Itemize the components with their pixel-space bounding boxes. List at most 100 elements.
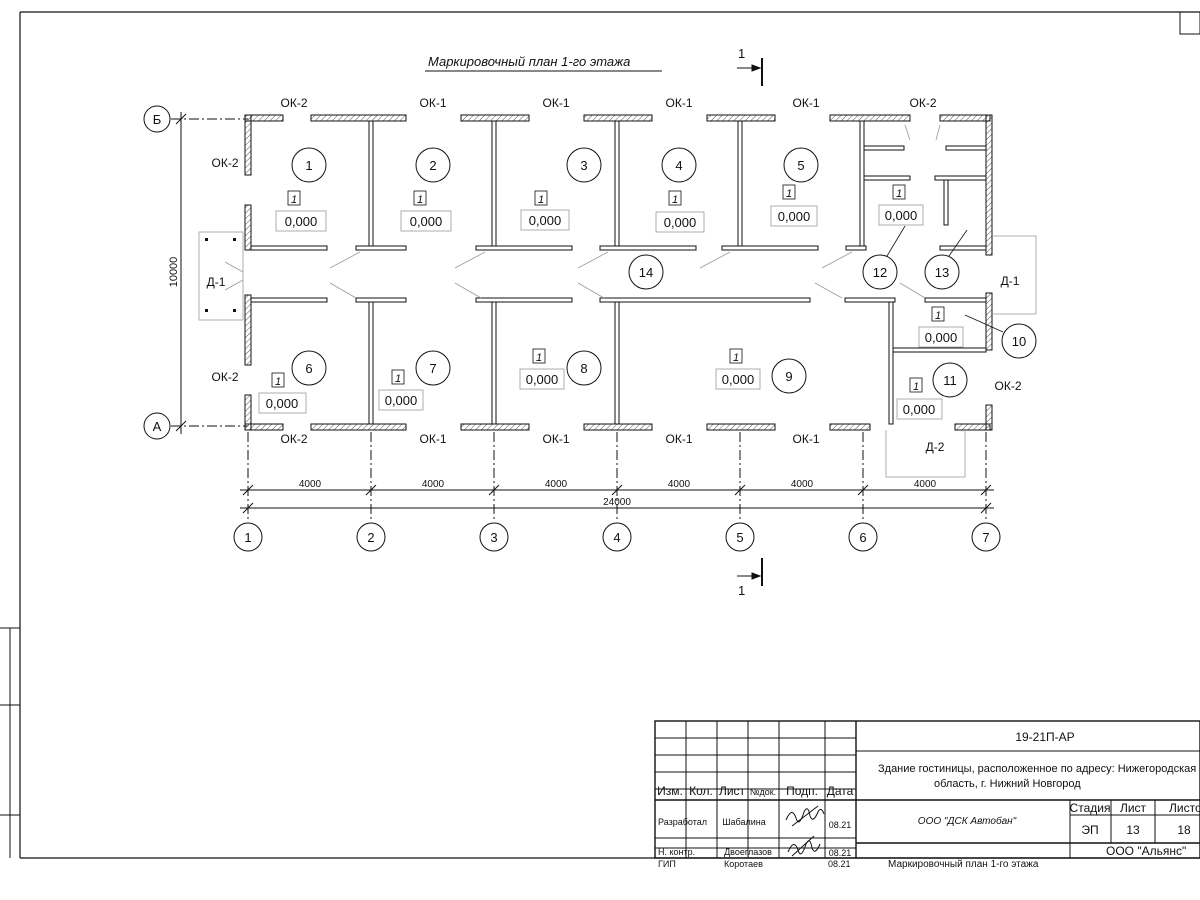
dimension-lines <box>240 484 994 514</box>
floor-mark: 1 <box>291 194 297 206</box>
axis-bubble-1 <box>233 522 263 552</box>
level-value: 0,000 <box>778 209 811 224</box>
floor-mark: 1 <box>935 310 941 322</box>
level-value: 0,000 <box>385 393 418 408</box>
title-header: Кол. <box>689 784 713 798</box>
dimension-span: 4000 <box>545 479 568 490</box>
floor-mark: 1 <box>786 188 792 200</box>
signer-role-gip: ГИП <box>658 859 676 869</box>
level-value: 0,000 <box>529 213 562 228</box>
project-code: 19-21П-АР <box>1015 730 1074 744</box>
level-value: 0,000 <box>266 396 299 411</box>
axis-bubble-5 <box>725 522 755 552</box>
project-description-line1: Здание гостиницы, расположенное по адрес… <box>878 763 1196 775</box>
title-header: №док. <box>750 787 776 797</box>
porch-posts <box>205 238 236 312</box>
stage-value: ЭП <box>1081 823 1098 837</box>
axis-label-2: 2 <box>367 530 374 545</box>
level-value: 0,000 <box>526 372 559 387</box>
interior-walls <box>250 120 987 425</box>
section-label-top: 1 <box>738 46 745 61</box>
project-description-line2: область, г. Нижний Новгород <box>934 778 1081 790</box>
porches <box>198 231 1037 478</box>
room-number: 2 <box>429 158 436 173</box>
floor-mark: 1 <box>913 381 919 393</box>
room-number: 8 <box>580 361 587 376</box>
signature <box>785 805 825 857</box>
section-mark-top <box>737 58 763 86</box>
section-mark-bottom <box>737 558 763 586</box>
floor-mark: 1 <box>395 373 401 385</box>
floor-mark: 1 <box>672 194 678 206</box>
window-label: ОК-1 <box>793 432 820 446</box>
plan-title: Маркировочный план 1-го этажа <box>428 54 630 69</box>
title-block-bottom-row: ГИП Коротаев 08.21 Маркировочный план 1-… <box>658 859 1198 873</box>
axis-bubble-b <box>143 105 171 133</box>
window-label: ОК-1 <box>420 96 447 110</box>
axis-label-5: 5 <box>736 530 743 545</box>
door-swings <box>224 124 941 299</box>
room-number: 5 <box>797 158 804 173</box>
title-header: Дата <box>827 784 854 798</box>
window-label: ОК-1 <box>543 96 570 110</box>
window-label: ОК-2 <box>995 379 1022 393</box>
axis-bubble-4 <box>602 522 632 552</box>
axis-bubble-a <box>143 412 171 440</box>
floor-mark: 1 <box>536 352 542 364</box>
room-number: 7 <box>429 361 436 376</box>
title-block <box>654 720 1200 859</box>
signer-role: Разработал <box>658 817 707 827</box>
leader-lines <box>886 225 1004 333</box>
dimension-total: 24000 <box>603 497 631 508</box>
room-number: 1 <box>305 158 312 173</box>
stage-header: Лист <box>1120 801 1147 815</box>
axis-lines-letters <box>171 112 248 434</box>
sign-date: 08.21 <box>829 848 852 858</box>
floor-mark: 1 <box>275 376 281 388</box>
room-bubble <box>862 254 898 290</box>
axis-label-6: 6 <box>859 530 866 545</box>
room-bubble <box>291 350 327 386</box>
signer-role: Н. контр. <box>658 847 695 857</box>
section-label-bottom: 1 <box>738 583 745 598</box>
window-label: ОК-1 <box>420 432 447 446</box>
axis-bubble-2 <box>356 522 386 552</box>
title-header: Подп. <box>786 784 818 798</box>
window-label: ОК-1 <box>666 96 693 110</box>
floor-mark-boxes <box>271 184 945 393</box>
axis-bubble-6 <box>848 522 878 552</box>
title-header: Лист <box>719 784 746 798</box>
axis-label-b: Б <box>153 112 162 127</box>
door-label: Д-1 <box>207 275 226 289</box>
window-label: ОК-1 <box>666 432 693 446</box>
room-number: 9 <box>785 369 792 384</box>
level-value: 0,000 <box>664 215 697 230</box>
signer-name: Двоеглазов <box>724 847 772 857</box>
window-label: ОК-2 <box>212 370 239 384</box>
axis-label-1: 1 <box>244 530 251 545</box>
sheets-value: 18 <box>1177 823 1191 837</box>
room-number: 3 <box>580 158 587 173</box>
room-bubble <box>291 147 327 183</box>
window-label: ОК-2 <box>212 156 239 170</box>
owner-company: ООО "Альянс" <box>1106 844 1186 858</box>
dimension-span: 4000 <box>791 479 814 490</box>
room-number: 10 <box>1012 334 1026 349</box>
sheet-value: 13 <box>1126 823 1140 837</box>
dimension-span: 4000 <box>668 479 691 490</box>
dimension-span: 4000 <box>914 479 937 490</box>
door-label: Д-2 <box>926 440 945 454</box>
window-label: ОК-1 <box>543 432 570 446</box>
level-value: 0,000 <box>925 330 958 345</box>
floor-mark: 1 <box>538 194 544 206</box>
level-value: 0,000 <box>410 214 443 229</box>
window-label: ОК-1 <box>793 96 820 110</box>
room-bubble <box>415 147 451 183</box>
stage-header: Листов <box>1169 801 1200 815</box>
axis-label-4: 4 <box>613 530 620 545</box>
door-label: Д-1 <box>1001 274 1020 288</box>
developer-company: ООО "ДСК Автобан" <box>918 815 1017 827</box>
axis-bubble-7 <box>971 522 1001 552</box>
signer-name: Шабалина <box>722 817 765 827</box>
